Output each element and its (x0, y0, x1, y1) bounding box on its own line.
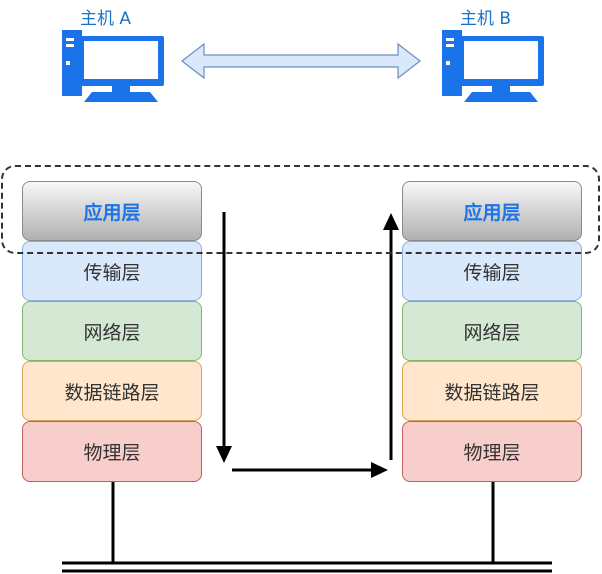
right-datalink-layer: 数据链路层 (402, 361, 582, 421)
left-transport-layer: 传输层 (22, 241, 202, 301)
host-a-computer-icon (62, 30, 164, 102)
application-layer-group-outline (1, 165, 600, 254)
right-physical-layer: 物理层 (402, 421, 582, 482)
right-transport-layer: 传输层 (402, 241, 582, 301)
host-b-computer-icon (442, 30, 544, 102)
down-arrow (216, 212, 232, 463)
right-application-layer: 应用层 (402, 181, 582, 241)
up-arrow (383, 213, 399, 460)
host-b-label: 主机 B (460, 9, 512, 29)
left-network-layer: 网络层 (22, 301, 202, 361)
host-link-arrow (181, 42, 421, 80)
transfer-arrow (232, 462, 388, 478)
left-application-layer: 应用层 (22, 181, 202, 241)
left-physical-layer: 物理层 (22, 421, 202, 482)
right-network-layer: 网络层 (402, 301, 582, 361)
host-a-label: 主机 A (80, 9, 132, 29)
left-datalink-layer: 数据链路层 (22, 361, 202, 421)
